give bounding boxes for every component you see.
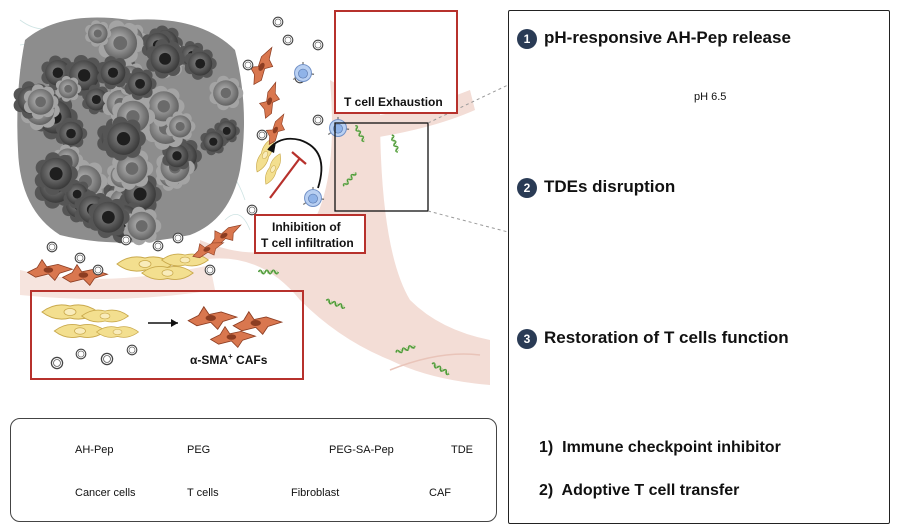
tde-vesicle	[120, 234, 132, 246]
legend-label-caf: CAF	[429, 487, 451, 499]
legend-label-fibroblast: Fibroblast	[291, 487, 340, 499]
step1-title: pH-responsive AH-Pep release	[544, 28, 791, 47]
caf-transformation-illustration	[41, 304, 283, 370]
cancer-cell	[55, 75, 82, 102]
inhibition-box: Inhibition of T cell infiltration	[254, 214, 366, 254]
tde-vesicle	[312, 39, 324, 51]
cancer-cell	[209, 75, 244, 111]
legend-label-cancer-cells: Cancer cells	[75, 487, 136, 499]
cancer-cell	[200, 128, 228, 156]
cancer-cell	[146, 39, 186, 79]
tde-vesicle	[74, 252, 86, 264]
cancer-cell	[123, 206, 162, 246]
caf-label: α-SMA+ CAFs	[190, 352, 267, 367]
legend-label-tde: TDE	[451, 444, 473, 456]
tumor-mass	[13, 17, 244, 246]
legend-box: AH-Pep PEG PEG-SA-Pep TDE Cancer cells T…	[10, 418, 497, 522]
tde-vesicle	[312, 114, 324, 126]
cancer-cell	[23, 84, 59, 120]
cancer-cell	[97, 55, 130, 90]
tde-vesicle	[46, 241, 58, 253]
inhibition-arrow	[267, 137, 323, 199]
caf-label-end: CAFs	[232, 353, 268, 367]
cancer-cell	[165, 111, 196, 142]
tde-vesicle	[242, 59, 254, 71]
cancer-cell	[55, 117, 88, 150]
mechanism-panel: 1 pH-responsive AH-Pep release pH 6.5 2 …	[508, 10, 890, 524]
tde-vesicle	[256, 129, 268, 141]
cancer-cell	[98, 20, 144, 66]
cancer-cell	[35, 152, 78, 196]
legend-label-t-cells: T cells	[187, 487, 219, 499]
tde-vesicle	[282, 34, 294, 46]
zoom-region	[334, 84, 509, 233]
t-cell-exhaustion-label: T cell Exhaustion	[344, 95, 443, 109]
tde-vesicle	[152, 240, 164, 252]
therapy-item-adoptive: 2) Adoptive T cell transfer	[539, 482, 740, 499]
t-cell-exhaustion-box: T cell Exhaustion	[334, 10, 458, 114]
tde-vesicle	[92, 264, 104, 276]
therapy-item-checkpoint: 1) Immune checkpoint inhibitor	[539, 439, 781, 456]
inhibition-label-line1: Inhibition of	[272, 220, 341, 234]
step2-title: TDEs disruption	[544, 177, 676, 196]
legend-label-ah-pep: AH-Pep	[75, 444, 114, 456]
tde-vesicle	[272, 16, 284, 28]
legend-label-peg: PEG	[187, 444, 211, 456]
step1-arrow-label: pH 6.5	[694, 91, 727, 103]
caf-label-sup: +	[228, 352, 233, 361]
cancer-cell	[102, 116, 146, 161]
cancer-cell	[88, 196, 130, 239]
legend-label-peg-sa-pep: PEG-SA-Pep	[329, 444, 394, 456]
cancer-cell	[124, 67, 157, 101]
step3-title: Restoration of T cells function	[544, 328, 789, 347]
tde-vesicle	[204, 264, 216, 276]
step2-number-badge: 2	[517, 178, 537, 198]
caf-transformation-box: α-SMA+ CAFs	[30, 290, 304, 380]
inhibition-label-line2: T cell infiltration	[261, 236, 354, 250]
tde-vesicle	[172, 232, 184, 244]
cancer-cell	[85, 20, 112, 47]
cancer-cell	[144, 85, 185, 127]
step1-number-badge: 1	[517, 29, 537, 49]
step3-number-badge: 3	[517, 329, 537, 349]
caf-label-main: α-SMA	[190, 353, 229, 367]
cancer-cell	[184, 47, 217, 80]
